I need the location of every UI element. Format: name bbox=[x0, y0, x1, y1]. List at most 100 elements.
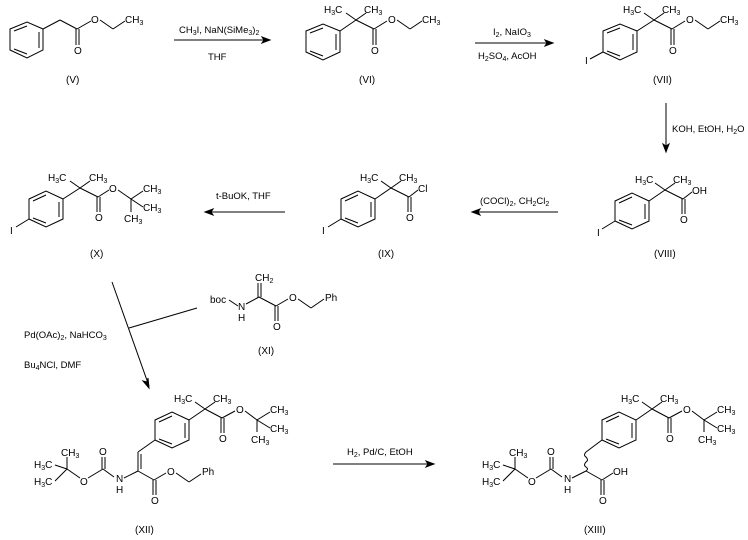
methyl-group: H3C bbox=[48, 173, 66, 185]
methyl-group: H3C bbox=[324, 5, 342, 17]
atom-O: O bbox=[109, 184, 117, 195]
methyl-group: CH3 bbox=[717, 405, 735, 417]
reagent-thf: THF bbox=[208, 52, 227, 63]
atom-O: O bbox=[289, 293, 297, 304]
methyl-group: CH3 bbox=[660, 394, 678, 406]
phenyl-group: Ph bbox=[325, 293, 337, 304]
methyl-group: CH3 bbox=[251, 435, 269, 447]
compound-label-IX: (IX) bbox=[378, 249, 394, 260]
atom-O: O bbox=[151, 496, 159, 507]
reagent-methyl-iodide-nahmds: CH3I, NaN(SiMe3)2 bbox=[179, 25, 259, 37]
hydroxyl-group: OH bbox=[692, 186, 707, 197]
methyl-group: CH3 bbox=[124, 214, 142, 226]
atom-O: O bbox=[80, 477, 88, 488]
methyl-group: H3C bbox=[635, 175, 653, 187]
compound-XII: H3C CH3 O O CH3 CH3 CH3 N H O O CH3 H3C … bbox=[34, 394, 288, 536]
atom-O: O bbox=[666, 434, 674, 445]
compound-VI: H3C CH3 O O CH3 (VI) bbox=[305, 5, 440, 86]
compound-XI: boc N H CH2 O O Ph (XI) bbox=[210, 273, 337, 357]
methyl-group: CH3 bbox=[509, 448, 527, 460]
compound-label-VII: (VII) bbox=[653, 75, 672, 86]
methyl-group: CH3 bbox=[143, 203, 161, 215]
methyl-group: H3C bbox=[174, 394, 192, 406]
reaction-arrow-5: t-BuOK, THF bbox=[203, 191, 285, 217]
hydroxyl-group: OH bbox=[613, 467, 628, 478]
atom-O: O bbox=[95, 213, 103, 224]
atom-I: I bbox=[585, 56, 588, 67]
atom-O: O bbox=[406, 213, 414, 224]
methyl-group: CH3 bbox=[673, 175, 691, 187]
methyl-group: H3C bbox=[482, 460, 500, 472]
atom-O: O bbox=[686, 15, 694, 26]
methyl-group: CH3 bbox=[213, 394, 231, 406]
wavy-bond bbox=[584, 451, 588, 472]
methyl-group: H3C bbox=[34, 460, 52, 472]
atom-N: N bbox=[238, 302, 245, 313]
atom-I: I bbox=[322, 226, 325, 237]
methyl-group: CH3 bbox=[399, 173, 417, 185]
reagent-koh-etoh-water: KOH, EtOH, H2O bbox=[672, 124, 745, 136]
methyl-group: CH3 bbox=[364, 5, 382, 17]
methyl-group: CH3 bbox=[720, 15, 738, 27]
methyl-group: CH3 bbox=[422, 15, 440, 27]
atom-O: O bbox=[669, 46, 677, 57]
compound-VII: I H3C CH3 O O CH3 (VII) bbox=[585, 5, 738, 86]
atom-I: I bbox=[10, 226, 13, 237]
reagent-tbuok-thf: t-BuOK, THF bbox=[216, 191, 271, 202]
methyl-group: CH3 bbox=[717, 424, 735, 436]
reaction-arrow-6: Pd(OAc)2, NaHCO3 Bu4NCl, DMF bbox=[24, 281, 198, 390]
reaction-arrow-7: H2, Pd/C, EtOH bbox=[333, 447, 436, 469]
atom-O: O bbox=[74, 46, 82, 57]
atom-I: I bbox=[597, 228, 600, 239]
methyl-group: H3C bbox=[34, 477, 52, 489]
reaction-arrow-3: KOH, EtOH, H2O bbox=[661, 103, 745, 154]
reagent-hydrogenation: H2, Pd/C, EtOH bbox=[347, 447, 413, 459]
atom-O: O bbox=[528, 477, 536, 488]
methyl-group: H3C bbox=[360, 173, 378, 185]
atom-O: O bbox=[547, 447, 555, 458]
benzene-ring bbox=[9, 21, 44, 59]
compound-label-VIII: (VIII) bbox=[654, 249, 676, 260]
methyl-group: CH3 bbox=[270, 424, 288, 436]
compound-X: I H3C CH3 O O CH3 CH3 CH3 (X) bbox=[10, 173, 161, 260]
compound-label-VI: (VI) bbox=[359, 75, 375, 86]
methyl-group: CH3 bbox=[270, 405, 288, 417]
methyl-group: CH3 bbox=[698, 435, 716, 447]
boc-group: boc bbox=[210, 295, 226, 306]
reagent-h2so4-acoh: H2SO4, AcOH bbox=[478, 51, 537, 63]
atom-O: O bbox=[371, 46, 379, 57]
atom-O: O bbox=[273, 322, 281, 333]
methyl-group: CH3 bbox=[89, 173, 107, 185]
atom-O: O bbox=[388, 15, 396, 26]
methyl-group: H3C bbox=[621, 394, 639, 406]
compound-label-V: (V) bbox=[66, 75, 79, 86]
reagent-bu4ncl-dmf: Bu4NCl, DMF bbox=[24, 360, 81, 372]
atom-H: H bbox=[564, 485, 571, 496]
reagent-oxalyl-chloride-dcm: (COCl)2, CH2Cl2 bbox=[480, 196, 549, 208]
methyl-group: H3C bbox=[623, 5, 641, 17]
reagent-iodine-naio3: I2, NaIO3 bbox=[493, 27, 531, 39]
atom-H: H bbox=[116, 485, 123, 496]
reaction-arrow-4: (COCl)2, CH2Cl2 bbox=[470, 196, 558, 217]
methyl-group: H3C bbox=[482, 477, 500, 489]
methyl-group: CH3 bbox=[662, 5, 680, 17]
compound-label-XI: (XI) bbox=[258, 346, 274, 357]
methylene-group: CH2 bbox=[255, 273, 273, 285]
atom-O: O bbox=[167, 467, 175, 478]
atom-O: O bbox=[219, 434, 227, 445]
phenyl-group: Ph bbox=[202, 467, 214, 478]
atom-O: O bbox=[680, 215, 688, 226]
atom-O: O bbox=[99, 447, 107, 458]
compound-XIII: H3C CH3 O O CH3 CH3 CH3 N H O O CH3 H3C … bbox=[482, 394, 735, 536]
atom-O: O bbox=[236, 405, 244, 416]
atom-O: O bbox=[599, 496, 607, 507]
methyl-group: CH3 bbox=[125, 15, 143, 27]
atom-N: N bbox=[564, 474, 571, 485]
atom-H: H bbox=[238, 313, 245, 324]
compound-label-XII: (XII) bbox=[135, 525, 154, 536]
methyl-group: CH3 bbox=[61, 448, 79, 460]
atom-N: N bbox=[116, 474, 123, 485]
compound-label-X: (X) bbox=[90, 249, 103, 260]
reaction-arrow-2: I2, NaIO3 H2SO4, AcOH bbox=[475, 27, 555, 63]
